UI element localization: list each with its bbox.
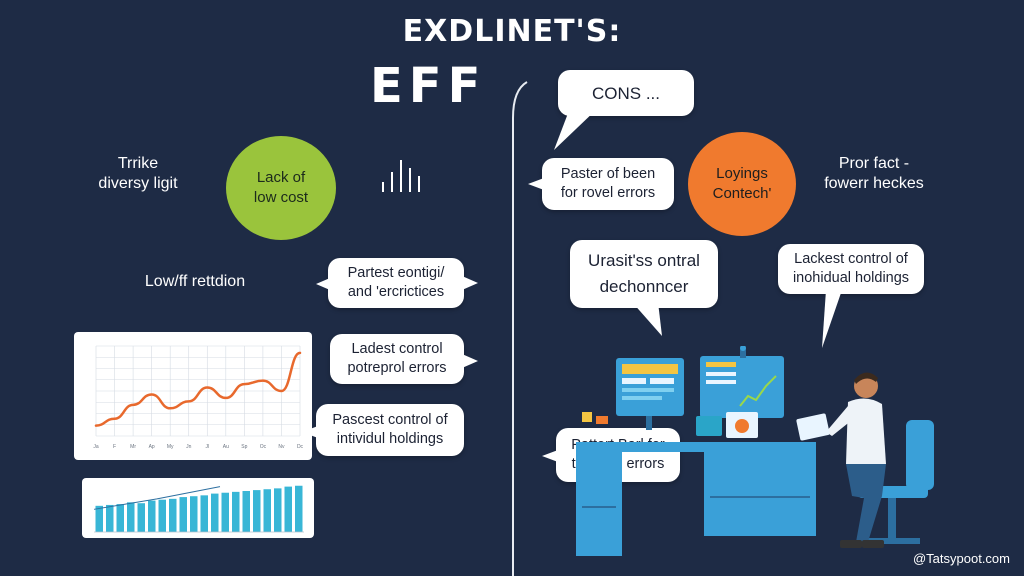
right-note-top: Pror fact - fowerr heckes (812, 154, 936, 194)
bar-chart-bar (106, 504, 114, 532)
bubble-lackest-line1: Lackest control of (794, 251, 908, 267)
watermark: @Tatsypoot.com (912, 551, 1010, 566)
bubble-ladest-line1: Ladest control (351, 341, 443, 357)
bar-chart-bar (179, 497, 187, 532)
desk-leg-left (576, 452, 622, 556)
bubble-paster-line2: for rovel errors (560, 185, 656, 201)
bar-chart-bar (95, 505, 103, 532)
left-note-top-line1: Trrike (117, 155, 159, 172)
bar-chart-bar (263, 489, 271, 532)
desk-top (576, 442, 816, 452)
bar-chart-bar (148, 500, 156, 532)
bar-chart-bar (169, 498, 177, 532)
bar-chart (93, 485, 304, 533)
bar-chart-bar (242, 490, 250, 532)
workstation-illustration (576, 346, 934, 556)
monitor-left-icon (616, 358, 684, 430)
bubble-paster-line1: Paster of been (560, 166, 656, 182)
bubble-urasit-line1: Urasit'ss ontral (588, 251, 700, 270)
bar-chart-bar (295, 485, 303, 532)
page-title: EXDLINET'S: (402, 14, 622, 49)
person-icon (796, 372, 886, 548)
bar-chart-bar (116, 504, 124, 532)
bar-chart-trendline (93, 486, 221, 510)
left-note-top: Trrike diversy ligit (88, 154, 188, 194)
bubble-ladest-line2: potreprol errors (347, 360, 447, 376)
bar-chart-bar (200, 495, 208, 532)
bubble-lackest-tail (822, 290, 842, 348)
bubble-pascest-line1: Pascest control of (332, 412, 448, 428)
sound-wave-icon (382, 160, 420, 192)
line-chart-tick-label: F (113, 444, 116, 450)
bar-chart-card (82, 478, 314, 538)
line-chart-tick-label: Jl (205, 444, 209, 450)
desk-cabinet (704, 452, 816, 536)
line-chart-tick-label: Mr (130, 444, 136, 450)
bubble-paster: Paster of been for rovel errors (528, 158, 674, 210)
circle-green-line2: low cost (253, 189, 309, 206)
line-chart-tick-label: Ja (93, 444, 99, 450)
circle-green-line1: Lack of (256, 169, 306, 186)
line-chart-tick-label: Nv (278, 444, 285, 450)
page-subtitle: EFF (370, 58, 487, 114)
bar-chart-bar (274, 488, 282, 532)
bubble-ladest: Ladest control potreprol errors (330, 334, 478, 384)
circle-orange-line1: Loyings (716, 165, 768, 182)
bar-chart-bar (158, 499, 166, 532)
line-chart: Ja F Mr Ap My Jn Jl Au Sp Oc Nv Dc (93, 345, 304, 450)
tablet-icon (696, 416, 722, 436)
bar-chart-bar (137, 503, 145, 532)
bubble-partest: Partest eontigi/ and 'ercrictices (316, 258, 478, 308)
bar-chart-bar (253, 490, 261, 532)
line-chart-tick-label: My (167, 444, 174, 450)
circle-orange-line2: Contech' (712, 185, 772, 202)
bubble-partest-line1: Partest eontigi/ (347, 265, 445, 281)
line-chart-tick-label: Au (223, 444, 229, 450)
bubble-cons-tail (554, 108, 598, 150)
bubble-urasit: Urasit'ss ontral dechonncer (570, 240, 718, 308)
bubble-urasit-tail (632, 302, 662, 336)
bar-chart-bar (127, 502, 135, 532)
bubble-pascest-line2: intividul holdings (336, 431, 444, 447)
line-chart-series (94, 351, 302, 427)
left-note-mid: Low/ff rettdion (144, 273, 246, 290)
bubble-lackest: Lackest control of inohidual holdings (778, 244, 924, 294)
right-note-top-line2: fowerr heckes (824, 175, 924, 192)
line-chart-tick-label: Jn (186, 444, 192, 450)
bar-chart-bar (221, 492, 229, 532)
center-divider (512, 81, 528, 576)
left-note-top-line2: diversy ligit (98, 175, 178, 192)
bubble-urasit-line2: dechonncer (599, 277, 689, 296)
bubble-cons-text: CONS ... (591, 83, 660, 103)
line-chart-tick-label: Oc (260, 444, 267, 450)
right-note-top-line1: Pror fact - (838, 155, 910, 172)
line-chart-tick-label: Dc (297, 444, 304, 450)
line-chart-tick-label: Sp (241, 444, 247, 450)
bubble-lackest-line2: inohidual holdings (792, 270, 910, 286)
bar-chart-bar (211, 493, 219, 532)
circle-lack-of-low-cost: Lack of low cost (226, 136, 336, 240)
monitor-right-icon (700, 346, 784, 432)
circle-loyings: Loyings Contech' (688, 132, 796, 236)
bar-chart-bar (284, 486, 292, 532)
bar-chart-bar (232, 491, 240, 532)
bar-chart-bar (190, 496, 198, 532)
bubble-partest-line2: and 'ercrictices (347, 284, 445, 300)
line-chart-card: Ja F Mr Ap My Jn Jl Au Sp Oc Nv Dc (74, 332, 312, 460)
line-chart-tick-label: Ap (149, 444, 155, 450)
bubble-pascest: Pascest control of intividul holdings (302, 404, 464, 456)
